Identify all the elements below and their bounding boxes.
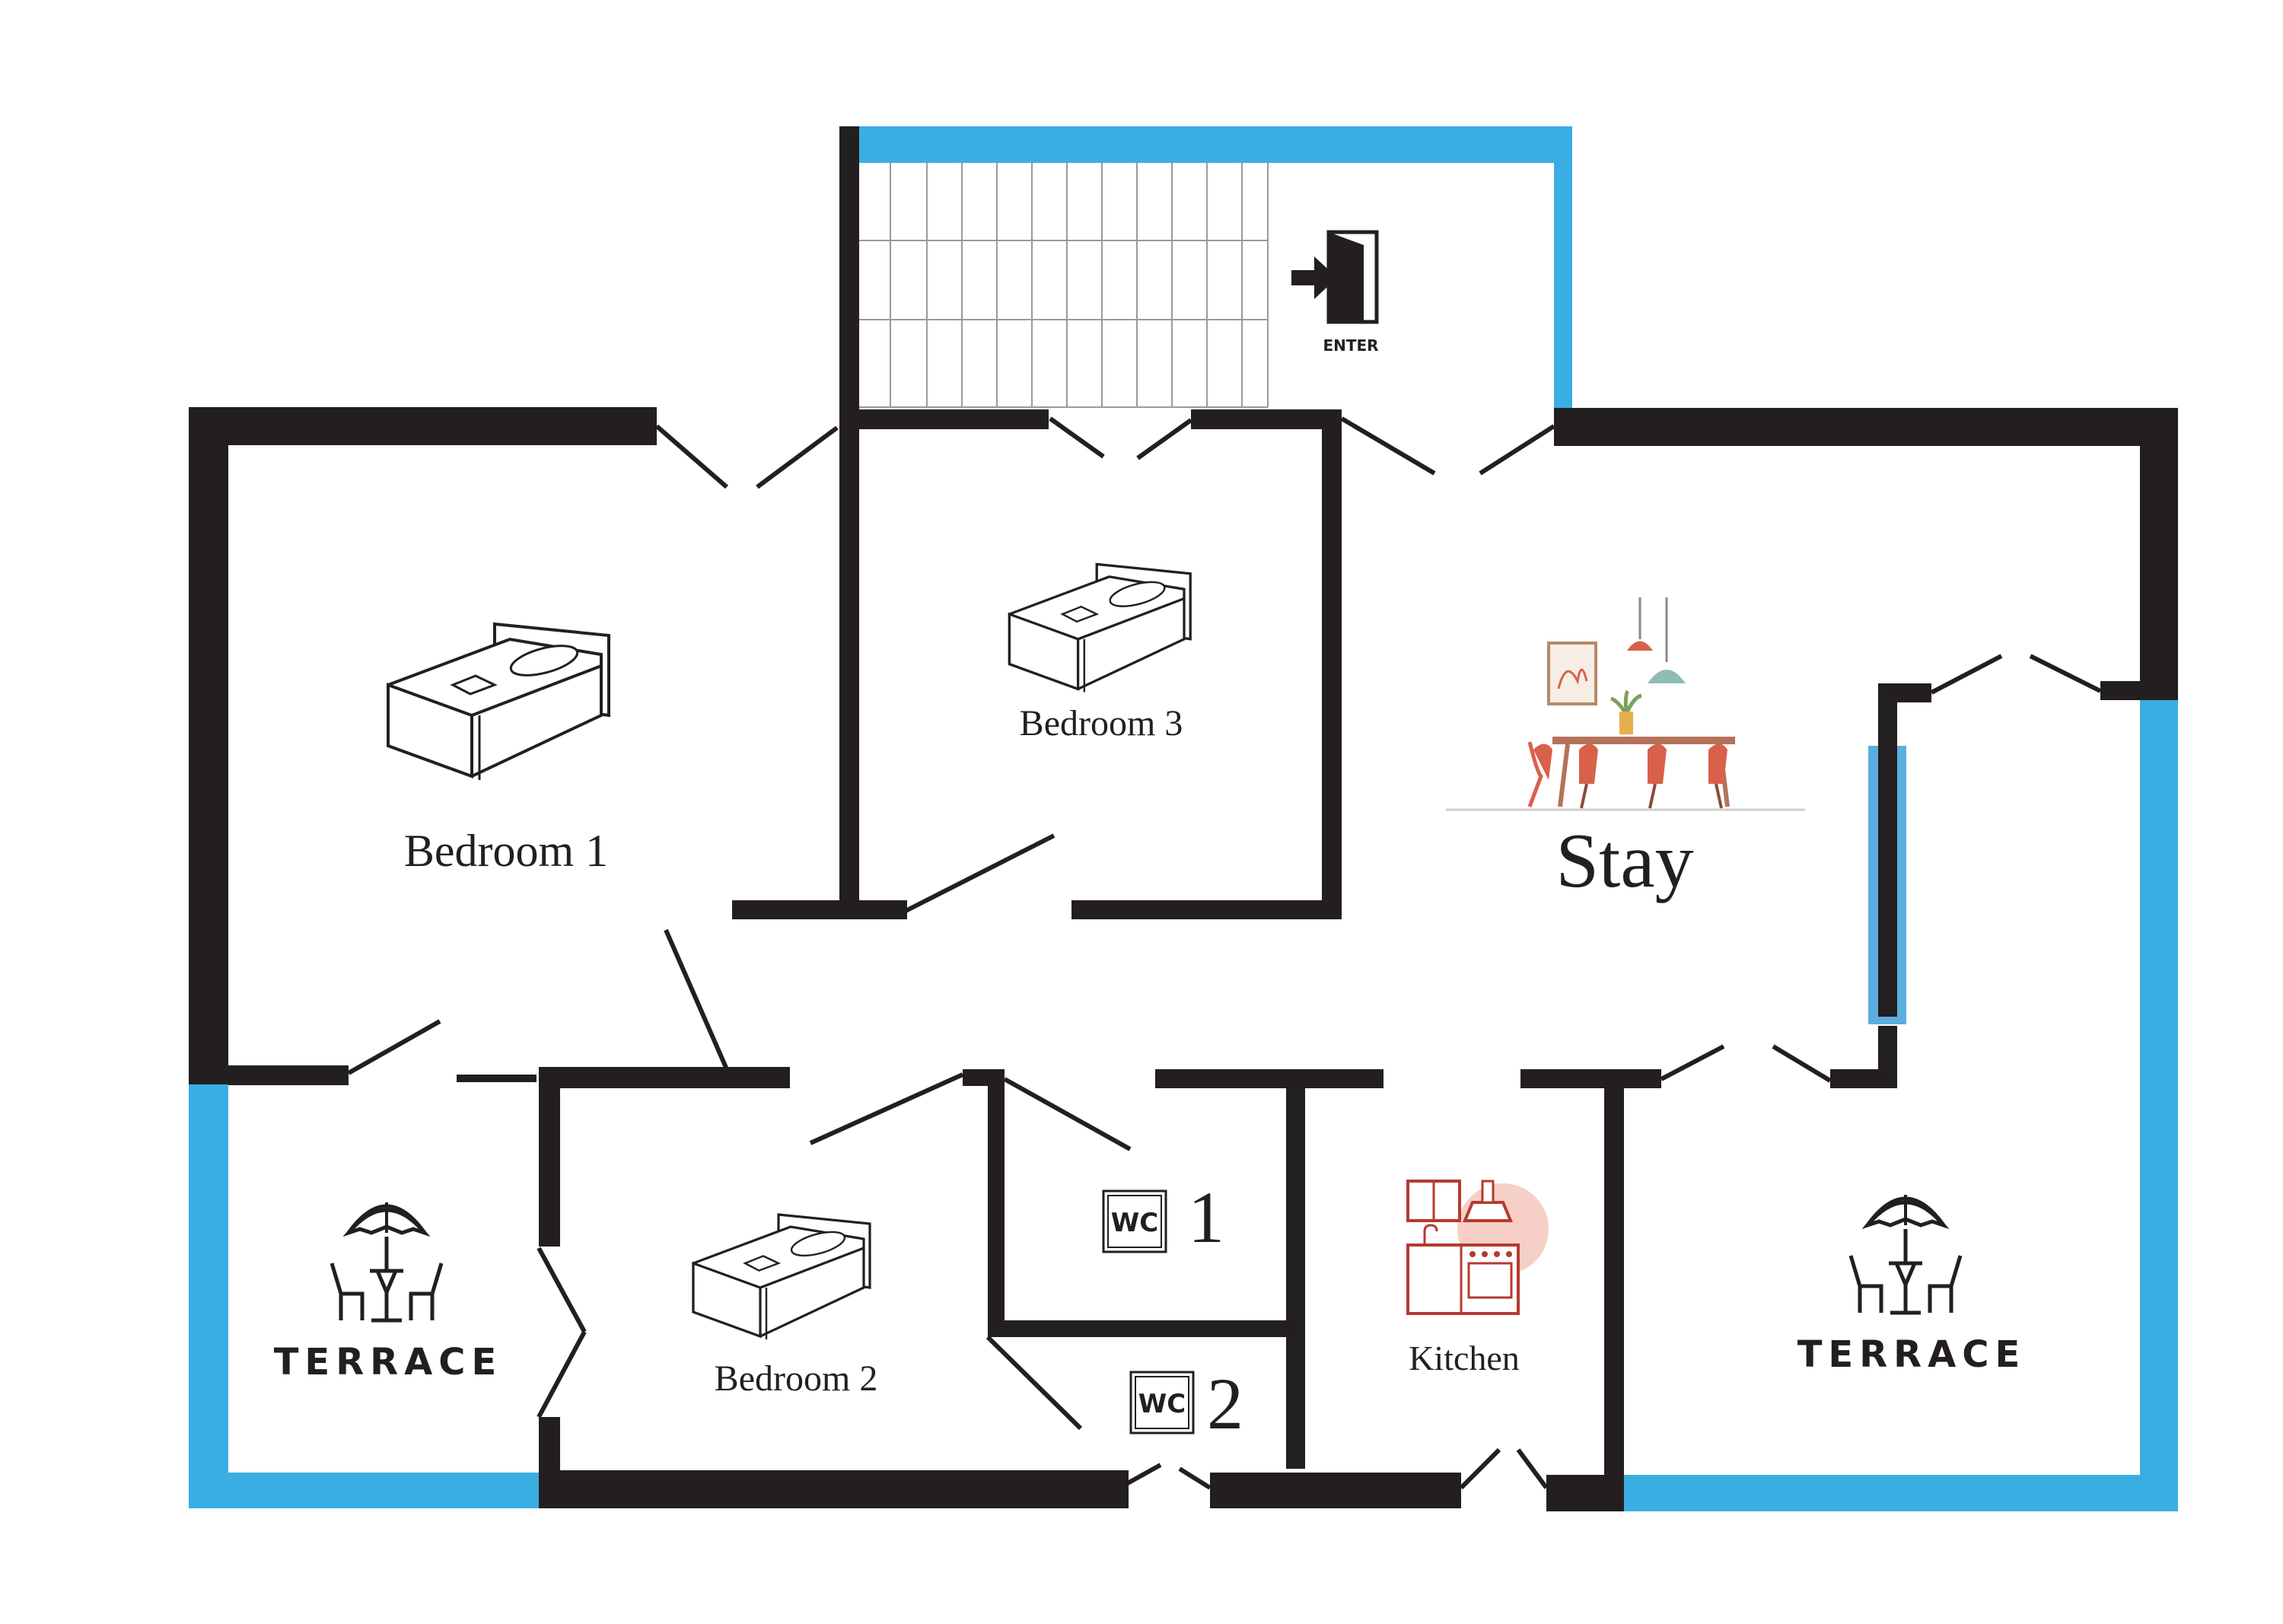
terrace-left-label: TERRACE: [274, 1341, 503, 1384]
enter-label: ENTER: [1323, 336, 1378, 355]
wc2-number: 2: [1207, 1363, 1243, 1444]
bedroom3-label: Bedroom 3: [1020, 703, 1183, 744]
staircase: [857, 161, 1269, 408]
wc2-badge-text: WC: [1138, 1389, 1186, 1419]
wc1-number: 1: [1188, 1177, 1224, 1258]
enter-door-icon: [1291, 230, 1379, 324]
terrace-right-label: TERRACE: [1797, 1333, 2027, 1376]
bed-icon: [1008, 562, 1192, 694]
patio-umbrella-icon: [1851, 1195, 1960, 1313]
bed-icon: [692, 1213, 871, 1341]
walls: [189, 126, 2178, 1511]
bedroom2-label: Bedroom 2: [715, 1358, 878, 1399]
windows: [189, 126, 2178, 1511]
wc1-badge: WC: [1102, 1189, 1167, 1253]
wc1-badge-text: WC: [1111, 1208, 1158, 1238]
door-swings: [347, 416, 2102, 1490]
stay-label: Stay: [1555, 818, 1693, 904]
kitchen-label: Kitchen: [1409, 1339, 1520, 1377]
bedroom1-label: Bedroom 1: [404, 826, 608, 876]
wc2-badge: WC: [1129, 1371, 1195, 1435]
kitchen-icon: [1406, 1180, 1549, 1315]
bed-icon: [387, 623, 610, 782]
dining-table-icon: [1446, 597, 1805, 811]
patio-umbrella-icon: [332, 1202, 441, 1320]
